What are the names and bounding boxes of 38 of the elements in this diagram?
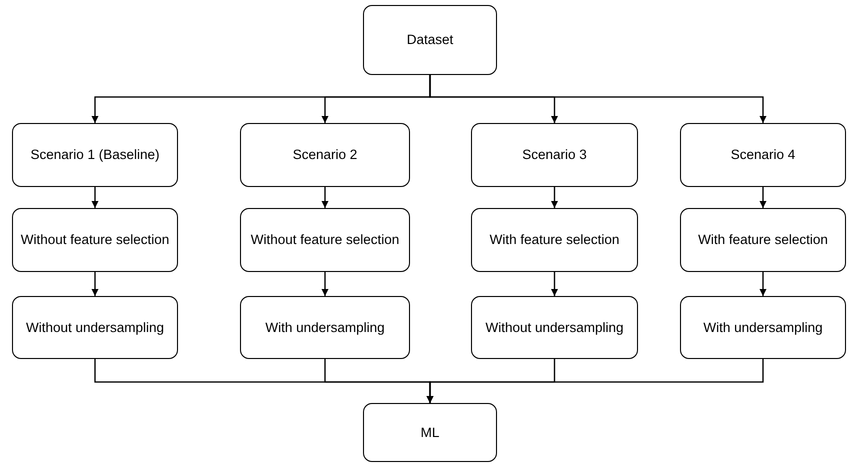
process-box: [240, 208, 410, 272]
arrow: [760, 272, 766, 296]
arrow: [551, 272, 558, 296]
box-label: ML: [420, 424, 440, 442]
box-label: Scenario 1 (Baseline): [30, 146, 160, 164]
process-box: [12, 123, 178, 187]
process-box: [471, 208, 638, 272]
process-box: [12, 296, 178, 359]
process-box: [471, 123, 638, 187]
box-label: Scenario 2: [292, 146, 358, 164]
process-box: [471, 296, 638, 359]
box-label: Scenario 3: [522, 146, 587, 164]
arrow: [322, 272, 328, 296]
box-label: Without feature selection: [250, 231, 400, 249]
process-box: [680, 296, 846, 359]
box-label: Without undersampling: [26, 318, 164, 336]
arrow: [760, 187, 766, 208]
arrow: [322, 187, 328, 208]
box-label: With undersampling: [703, 318, 823, 336]
process-box: [240, 296, 410, 359]
box-label: Dataset: [406, 31, 454, 49]
process-box: [240, 123, 410, 187]
process-box: [680, 208, 846, 272]
box-label: With undersampling: [265, 318, 385, 336]
box-label: With feature selection: [490, 231, 620, 249]
arrow: [426, 359, 764, 403]
arrow: [92, 187, 98, 208]
arrow: [92, 272, 98, 296]
box-label: Scenario 4: [730, 146, 796, 164]
process-box: [363, 5, 497, 75]
process-box: [680, 123, 846, 187]
box-label: Without feature selection: [20, 231, 170, 249]
box-label: Without undersampling: [485, 318, 624, 336]
process-box: [12, 208, 178, 272]
arrow: [551, 187, 558, 208]
process-box: [363, 403, 497, 462]
box-label: With feature selection: [698, 231, 828, 249]
arrow: [429, 75, 766, 123]
